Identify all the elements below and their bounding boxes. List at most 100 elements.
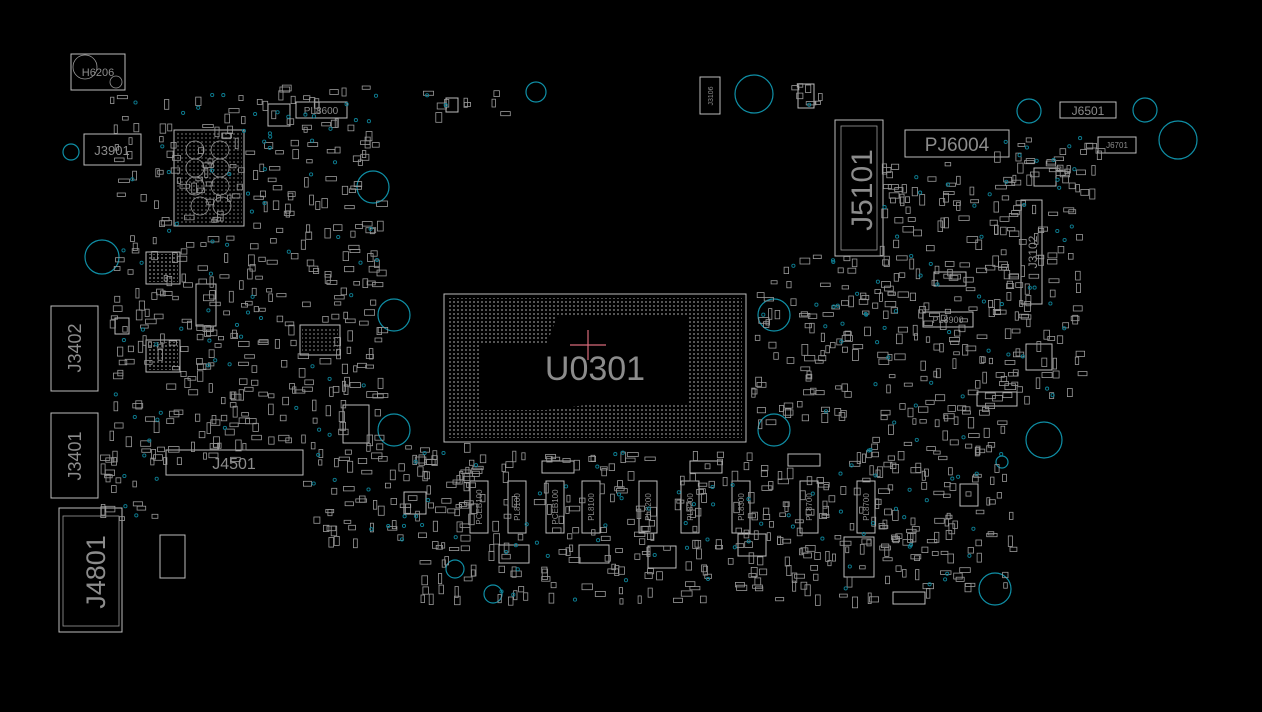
passive-component <box>814 100 821 105</box>
passive-component <box>1014 311 1019 321</box>
passive-component <box>470 503 478 514</box>
passive-component <box>838 412 846 421</box>
passive-component <box>1008 273 1020 280</box>
passive-component <box>962 410 971 415</box>
passive-component <box>441 498 452 504</box>
via <box>761 312 766 317</box>
via <box>142 453 147 458</box>
passive-component <box>608 463 615 471</box>
via <box>790 524 795 529</box>
passive-component <box>322 315 329 323</box>
passive-component <box>965 491 972 497</box>
passive-component <box>151 513 159 519</box>
passive-component <box>150 457 155 466</box>
passive-component <box>341 87 347 97</box>
passive-component <box>743 529 750 539</box>
passive-component <box>704 573 712 579</box>
passive-component <box>913 229 922 237</box>
mounting-hole <box>377 413 411 447</box>
passive-component <box>122 116 129 121</box>
passive-component <box>979 409 990 416</box>
passive-component <box>322 524 330 532</box>
bga-chip-pins <box>302 327 338 353</box>
passive-component <box>915 569 920 581</box>
passive-component <box>878 358 890 365</box>
passive-component <box>959 262 970 268</box>
via <box>1024 145 1029 150</box>
passive-component <box>875 498 880 509</box>
passive-component <box>888 424 894 435</box>
passive-component <box>181 318 192 323</box>
passive-component <box>796 527 803 537</box>
passive-component <box>377 505 385 516</box>
passive-component <box>782 409 794 416</box>
passive-component <box>822 505 829 516</box>
component <box>689 460 723 474</box>
passive-component <box>338 456 350 462</box>
passive-component <box>890 462 897 469</box>
passive-component <box>374 409 381 417</box>
passive-component <box>933 490 945 496</box>
passive-component <box>902 225 915 233</box>
passive-component <box>959 567 971 573</box>
passive-component <box>151 250 158 261</box>
passive-component <box>132 480 137 488</box>
passive-component <box>646 511 651 520</box>
passive-component <box>541 566 548 574</box>
passive-component <box>994 464 1000 473</box>
passive-component <box>338 428 349 436</box>
passive-component <box>774 309 781 320</box>
passive-component <box>600 535 611 541</box>
mounting-hole <box>445 559 465 579</box>
passive-component <box>479 493 486 503</box>
via <box>227 362 232 367</box>
passive-component <box>949 337 960 343</box>
inductor-label: PCEB100 <box>551 489 560 525</box>
passive-component <box>100 503 106 516</box>
passive-component <box>267 177 277 183</box>
passive-component <box>302 301 311 308</box>
passive-component <box>456 474 461 484</box>
passive-component <box>153 200 159 209</box>
passive-component <box>893 273 900 282</box>
passive-component <box>975 539 982 547</box>
j5101-outline <box>834 119 884 257</box>
passive-component <box>423 471 430 480</box>
passive-component <box>372 393 384 399</box>
passive-component <box>1016 386 1023 393</box>
passive-component <box>441 559 446 568</box>
passive-component <box>756 292 765 299</box>
passive-component <box>755 376 763 387</box>
j3901-outline <box>83 133 142 166</box>
via <box>241 128 246 133</box>
passive-component <box>305 231 313 240</box>
via <box>309 172 314 177</box>
via <box>981 299 986 304</box>
passive-component <box>113 401 119 412</box>
passive-component <box>1012 369 1019 377</box>
passive-component <box>547 503 552 515</box>
passive-component <box>765 319 770 326</box>
connector-j3401: J3401 <box>50 412 99 499</box>
passive-component <box>231 193 241 199</box>
via <box>893 309 898 314</box>
passive-component <box>947 553 955 564</box>
passive-component <box>241 412 249 417</box>
passive-component <box>1047 252 1058 259</box>
pl8900-outline <box>922 311 974 328</box>
via <box>786 513 791 518</box>
passive-component <box>249 264 256 272</box>
passive-component <box>412 454 417 465</box>
passive-component <box>1089 188 1096 200</box>
component <box>976 391 1018 407</box>
passive-component <box>627 518 635 525</box>
passive-component <box>151 292 158 300</box>
passive-component <box>948 467 953 476</box>
passive-component <box>861 538 872 545</box>
via <box>1072 167 1077 172</box>
passive-component <box>877 466 884 478</box>
passive-component <box>313 98 320 109</box>
via <box>262 167 267 172</box>
passive-component <box>1068 182 1076 190</box>
passive-component <box>761 485 773 491</box>
